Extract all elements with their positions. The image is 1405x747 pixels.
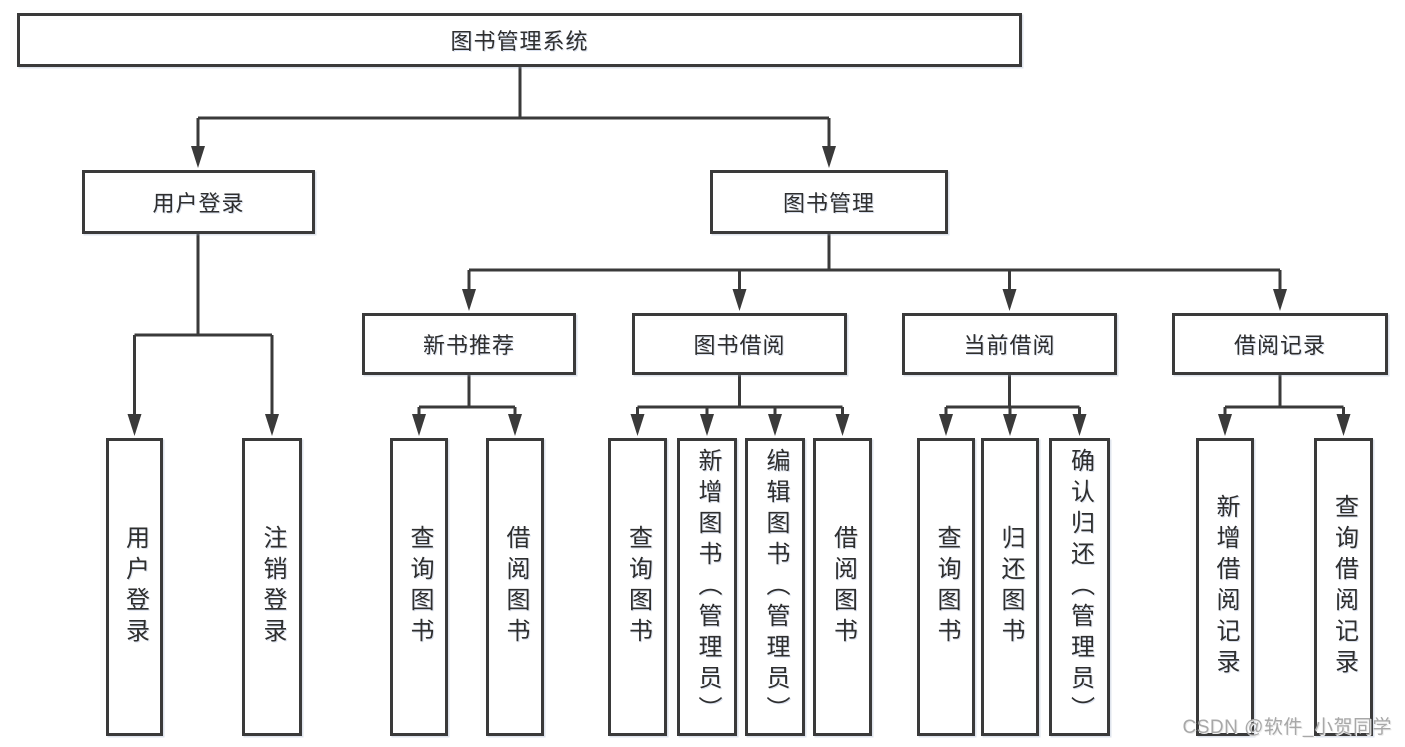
node-book-management-label: 图书管理 [782, 191, 875, 216]
leaf-add-books-admin: 新增图书（管理员） [677, 438, 737, 736]
leaf-query-books-current: 查询图书 [917, 438, 975, 736]
leaf-return-books-label: 归还图书 [997, 525, 1024, 649]
leaf-logout: 注销登录 [242, 438, 302, 736]
node-book-borrowing: 图书借阅 [632, 313, 847, 375]
leaf-query-books-borrowing-label: 查询图书 [624, 525, 652, 649]
leaf-edit-books-admin-label: 编辑图书（管理员） [762, 447, 789, 727]
leaf-query-books-recommend-label: 查询图书 [406, 525, 433, 649]
leaf-borrow-books: 借阅图书 [813, 438, 872, 736]
leaf-query-books-current-label: 查询图书 [933, 525, 960, 649]
leaf-return-books: 归还图书 [981, 438, 1039, 736]
leaf-user-login: 用户登录 [106, 438, 163, 736]
leaf-add-books-admin-label: 新增图书（管理员） [694, 447, 721, 727]
leaf-add-borrow-record: 新增借阅记录 [1196, 438, 1254, 736]
leaf-add-borrow-record-label: 新增借阅记录 [1212, 494, 1239, 680]
leaf-query-books-borrowing: 查询图书 [608, 438, 667, 736]
leaf-query-books-recommend: 查询图书 [390, 438, 448, 736]
node-root-label: 图书管理系统 [450, 29, 589, 54]
node-root: 图书管理系统 [17, 13, 1022, 67]
leaf-user-login-label: 用户登录 [121, 525, 149, 649]
leaf-borrow-books-recommend-label: 借阅图书 [502, 525, 529, 649]
node-current-borrowing: 当前借阅 [902, 313, 1117, 375]
leaf-edit-books-admin: 编辑图书（管理员） [745, 438, 805, 736]
leaf-logout-label: 注销登录 [259, 525, 286, 649]
leaf-confirm-return-admin-label: 确认归还（管理员） [1066, 447, 1094, 727]
node-book-borrowing-label: 图书借阅 [693, 333, 786, 358]
node-user-login: 用户登录 [82, 170, 315, 234]
leaf-query-borrow-record: 查询借阅记录 [1314, 438, 1373, 736]
node-new-book-recommendation: 新书推荐 [362, 313, 576, 375]
node-borrowing-records: 借阅记录 [1172, 313, 1388, 375]
csdn-watermark: CSDN @软件_小贺同学 [1182, 717, 1392, 738]
leaf-query-borrow-record-label: 查询借阅记录 [1330, 494, 1358, 680]
leaf-borrow-books-label: 借阅图书 [829, 525, 857, 649]
node-new-book-recommendation-label: 新书推荐 [422, 333, 515, 358]
leaf-confirm-return-admin: 确认归还（管理员） [1049, 438, 1110, 736]
node-borrowing-records-label: 借阅记录 [1233, 333, 1326, 358]
node-book-management: 图书管理 [710, 170, 948, 234]
node-user-login-label: 用户登录 [152, 191, 245, 216]
leaf-borrow-books-recommend: 借阅图书 [486, 438, 544, 736]
node-current-borrowing-label: 当前借阅 [963, 333, 1056, 358]
